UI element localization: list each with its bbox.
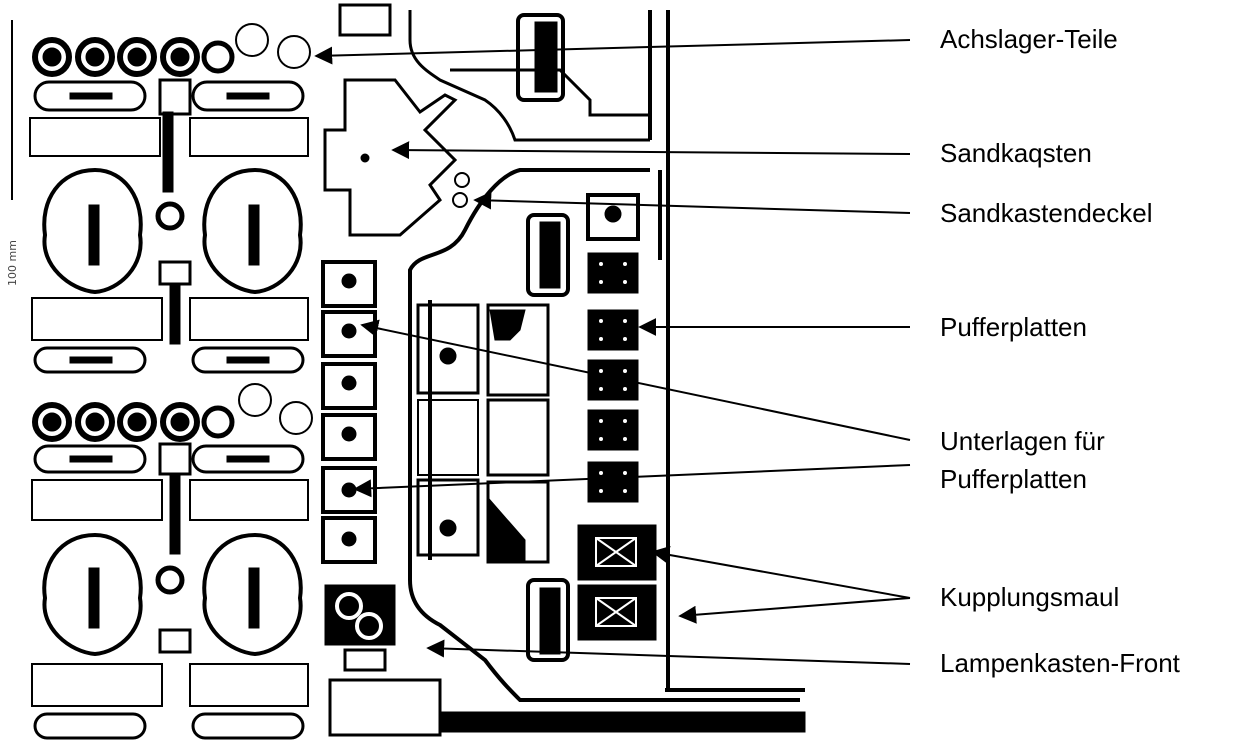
arrow-achslager — [314, 39, 911, 65]
arrow-lampenkasten — [426, 639, 911, 665]
arrow-sandkasten — [391, 141, 911, 160]
label-unterlagen-line1: Unterlagen für — [940, 426, 1105, 456]
arrow-unterlagen-1 — [360, 319, 911, 441]
coupling-jaws — [577, 524, 657, 641]
arrow-kupplungsmaul-1 — [651, 545, 911, 599]
lamp-box-front — [324, 584, 442, 737]
arrow-kupplungsmaul-2 — [678, 597, 911, 624]
label-sandkasten: Sandkaqsten — [940, 138, 1092, 168]
label-pufferplatten: Pufferplatten — [940, 312, 1087, 342]
label-sandkastendeckel: Sandkastendeckel — [940, 198, 1153, 228]
sand-box-part — [323, 3, 470, 237]
buffer-underlays — [321, 260, 377, 564]
label-kupplungsmaul: Kupplungsmaul — [940, 582, 1120, 612]
scale-ruler-label: 100 mm — [6, 240, 19, 286]
axle-box-row-top — [32, 23, 311, 77]
arrow-unterlagen-2 — [353, 464, 911, 498]
arrow-sandkastendeckel — [473, 191, 911, 214]
leader-arrows — [314, 39, 911, 665]
label-unterlagen-line2: Pufferplatten — [940, 464, 1087, 494]
label-achslager-teile: Achslager-Teile — [940, 24, 1118, 54]
buffer-plates — [586, 193, 640, 503]
axle-box-row-bottom — [32, 383, 313, 442]
label-lampenkasten-front: Lampenkasten-Front — [940, 648, 1180, 678]
etch-fret — [11, 3, 806, 740]
